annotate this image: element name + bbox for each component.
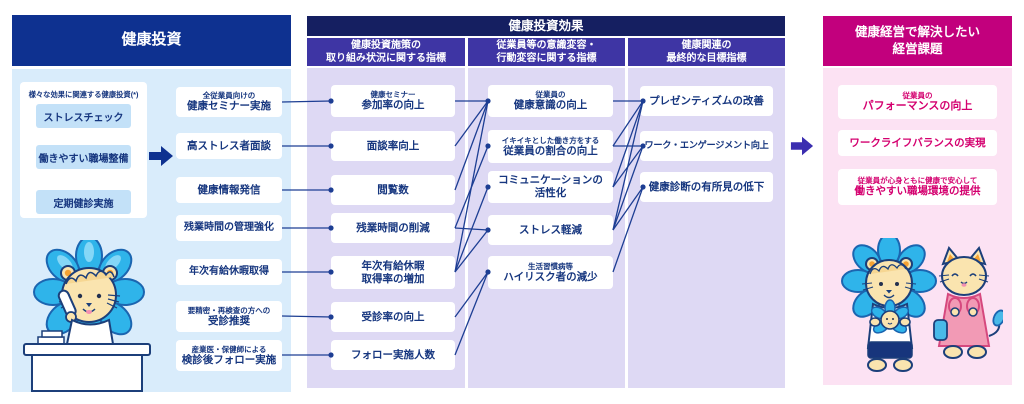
measure-main: 年次有給休暇取得 bbox=[189, 266, 269, 277]
indicator-main: 健康診断の有所見の低下 bbox=[648, 180, 765, 193]
effects-col1-subheader: 健康投資施策の 取り組み状況に関する指標 bbox=[307, 38, 465, 66]
measure-main: 検診後フォロー実施 bbox=[181, 353, 277, 366]
goal-main: 働きやすい職場環境の提供 bbox=[854, 185, 981, 198]
measure-stress-interview: 高ストレス者面談 bbox=[176, 133, 282, 159]
health-investment-header-label: 健康投資 bbox=[121, 31, 182, 49]
base-item-label: ストレスチェック bbox=[43, 112, 124, 124]
indicator-sub: イキイキとした働き方をする bbox=[501, 135, 600, 145]
indicator-checkup-findings: 健康診断の有所見の低下 bbox=[640, 172, 773, 202]
measure-seminar: 全従業員向けの 健康セミナー実施 bbox=[176, 87, 282, 117]
management-issues-header: 健康経営で解決したい 経営課題 bbox=[823, 16, 1012, 66]
effects-col2-subheader: 従業員等の意識変容・ 行動変容に関する指標 bbox=[468, 38, 625, 66]
goal-sub: 従業員が心身ともに健康で安心して bbox=[857, 176, 978, 186]
goal-main: ワークライフバランスの実現 bbox=[849, 136, 986, 149]
subheader-line: 最終的な目標指標 bbox=[666, 53, 747, 64]
indicator-main: ストレス軽減 bbox=[519, 223, 582, 236]
indicator-seminar-participation: 健康セミナー 参加率の向上 bbox=[331, 85, 455, 117]
indicator-main: 従業員の割合の向上 bbox=[503, 144, 598, 157]
measure-main: 高ストレス者面談 bbox=[187, 139, 271, 152]
measure-overtime: 残業時間の管理強化 bbox=[176, 215, 282, 241]
effects-col3-panel bbox=[628, 68, 785, 388]
indicator-main: 健康意識の向上 bbox=[513, 99, 588, 112]
indicator-health-awareness: 従業員の 健康意識の向上 bbox=[488, 85, 613, 117]
indicator-main: フォロー実施人数 bbox=[351, 348, 435, 361]
indicator-communication: コミュニケーションの 活性化 bbox=[488, 171, 613, 203]
indicator-main: プレゼンティズムの改善 bbox=[649, 94, 764, 107]
indicator-main: ワーク・エンゲージメント向上 bbox=[644, 140, 769, 151]
base-item-label: 働きやすい職場整備 bbox=[38, 153, 129, 165]
measure-main: 残業時間の管理強化 bbox=[184, 222, 274, 233]
subheader-line: 健康関連の bbox=[681, 39, 732, 51]
right-arrow-icon bbox=[790, 136, 814, 156]
indicator-sub: 健康セミナー bbox=[370, 90, 416, 100]
indicator-main: 取得率の増加 bbox=[361, 272, 425, 285]
measure-followup: 産業医・保健師による 検診後フォロー実施 bbox=[176, 340, 282, 371]
indicator-sub: 従業員の bbox=[535, 90, 566, 100]
goal-workplace-environment: 従業員が心身ともに健康で安心して 働きやすい職場環境の提供 bbox=[838, 169, 997, 205]
effects-header-label: 健康投資効果 bbox=[508, 18, 584, 33]
goal-performance: 従業員の パフォーマンスの向上 bbox=[838, 85, 997, 119]
indicator-sub: 生活習慣病等 bbox=[528, 261, 573, 271]
indicator-main: 閲覧数 bbox=[377, 183, 409, 196]
lion-at-desk-mascot-icon bbox=[23, 240, 151, 392]
indicator-interview-rate: 面談率向上 bbox=[331, 131, 455, 161]
goal-main: パフォーマンスの向上 bbox=[862, 99, 973, 112]
lion-family-mascot-icon bbox=[841, 238, 1003, 372]
indicator-view-count: 閲覧数 bbox=[331, 175, 455, 205]
right-arrow-icon bbox=[149, 146, 173, 166]
indicator-work-engagement: ワーク・エンゲージメント向上 bbox=[640, 131, 773, 161]
indicator-paid-leave-rate: 年次有給休暇 取得率の増加 bbox=[331, 256, 455, 289]
effects-header-bar: 健康投資効果 bbox=[307, 16, 785, 36]
indicator-main: 受診率の向上 bbox=[361, 310, 425, 323]
measure-sub: 要精密・再検査の方への bbox=[187, 305, 271, 315]
subheader-line: 行動変容に関する指標 bbox=[496, 53, 597, 64]
indicator-followup-count: フォロー実施人数 bbox=[331, 340, 455, 370]
measure-sub: 全従業員向けの bbox=[202, 91, 256, 101]
measure-recheck: 要精密・再検査の方への 受診推奨 bbox=[176, 301, 282, 332]
indicator-main: 参加率の向上 bbox=[361, 99, 425, 112]
indicator-main: 活性化 bbox=[534, 187, 567, 199]
base-item-checkup: 定期健診実施 bbox=[36, 190, 131, 214]
indicator-main: 残業時間の削減 bbox=[356, 221, 430, 234]
base-item-stress-check: ストレスチェック bbox=[36, 104, 131, 128]
indicator-highrisk-reduction: 生活習慣病等 ハイリスク者の減少 bbox=[488, 256, 613, 289]
management-issues-header-line: 健康経営で解決したい bbox=[854, 25, 980, 40]
base-item-label: 定期健診実施 bbox=[53, 198, 114, 210]
health-investment-header: 健康投資 bbox=[12, 15, 291, 66]
measure-paid-leave: 年次有給休暇取得 bbox=[176, 259, 282, 285]
indicator-consultation-rate: 受診率の向上 bbox=[331, 302, 455, 332]
measure-main: 健康情報発信 bbox=[197, 183, 261, 196]
goal-sub: 従業員の bbox=[902, 90, 933, 100]
indicator-lively-workstyle: イキイキとした働き方をする 従業員の割合の向上 bbox=[488, 130, 613, 163]
related-investment-note: 様々な効果に関連する健康投資(*) bbox=[28, 90, 139, 99]
indicator-overtime-reduction: 残業時間の削減 bbox=[331, 213, 455, 243]
goal-work-life-balance: ワークライフバランスの実現 bbox=[838, 130, 997, 156]
indicator-main: ハイリスク者の減少 bbox=[503, 270, 598, 283]
indicator-stress-reduction: ストレス軽減 bbox=[488, 215, 613, 245]
indicator-main: コミュニケーションの bbox=[498, 174, 603, 187]
subheader-line: 従業員等の意識変容・ bbox=[496, 39, 597, 51]
measure-sub: 産業医・保健師による bbox=[191, 344, 267, 354]
subheader-line: 取り組み状況に関する指標 bbox=[326, 53, 446, 64]
management-issues-header-line: 経営課題 bbox=[892, 42, 943, 56]
measure-health-info: 健康情報発信 bbox=[176, 177, 282, 203]
measure-main: 健康セミナー実施 bbox=[187, 100, 271, 113]
indicator-main: 年次有給休暇 bbox=[361, 259, 425, 272]
subheader-line: 健康投資施策の bbox=[351, 39, 421, 51]
indicator-main: 面談率向上 bbox=[366, 139, 420, 152]
measure-main: 受診推奨 bbox=[208, 314, 250, 327]
indicator-presenteeism: プレゼンティズムの改善 bbox=[640, 86, 773, 116]
base-item-workplace: 働きやすい職場整備 bbox=[36, 145, 131, 169]
effects-col3-subheader: 健康関連の 最終的な目標指標 bbox=[628, 38, 785, 66]
